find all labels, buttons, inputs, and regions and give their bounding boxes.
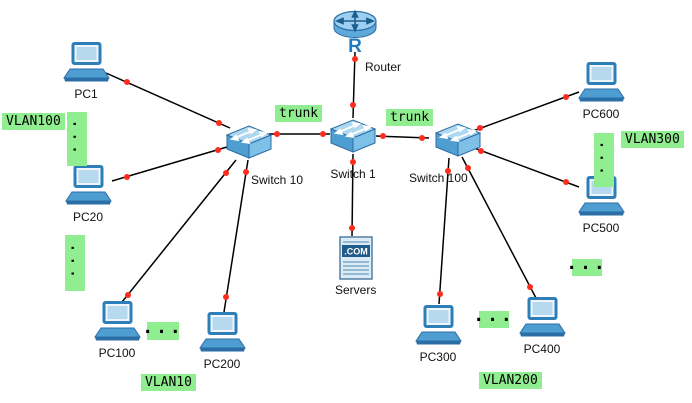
pc100-node[interactable]: PC100	[93, 301, 141, 360]
pc20-node[interactable]: PC20	[64, 165, 112, 224]
pc500-node[interactable]: PC500	[577, 176, 625, 235]
ellipsis-dots: ...	[473, 305, 515, 326]
servers-node[interactable]: Servers	[335, 236, 376, 297]
pc300-label: PC300	[419, 350, 457, 364]
laptop-icon	[414, 305, 462, 347]
vlan100-label: VLAN100	[2, 113, 65, 130]
link-switch100-pc600	[472, 91, 580, 132]
pc200-node[interactable]: PC200	[198, 312, 246, 371]
laptop-icon	[198, 312, 246, 354]
link-switch1-servers	[351, 153, 354, 237]
router-label: Router	[364, 60, 402, 74]
servers-label: Servers	[335, 283, 377, 297]
link-switch10-pc100	[121, 159, 237, 303]
switch100-node[interactable]: Switch 100	[409, 122, 488, 185]
vlan10-ellipsis-vertical: ...	[65, 235, 85, 291]
pc100-label: PC100	[98, 346, 136, 360]
pc400-label: PC400	[523, 342, 561, 356]
ellipsis-dots: ...	[142, 316, 184, 338]
switch-icon	[435, 122, 481, 158]
pc1-label: PC1	[74, 87, 98, 101]
pc600-label: PC600	[582, 107, 620, 121]
pc500-label: PC500	[582, 221, 620, 235]
switch10-node[interactable]: Switch 10	[223, 124, 303, 187]
ellipsis-dots: ...	[566, 253, 608, 274]
link-switch10-pc200	[223, 159, 249, 313]
switch10-label: Switch 10	[251, 173, 304, 187]
laptop-icon	[62, 42, 110, 84]
pc300-ellipsis: ...	[473, 305, 512, 328]
laptop-icon	[93, 301, 141, 343]
link-switch10-pc20	[111, 146, 228, 182]
link-switch100-pc400	[461, 156, 537, 299]
pc200-label: PC200	[203, 357, 241, 371]
link-switch100-pc300	[438, 157, 450, 305]
pc100-ellipsis: ...	[142, 317, 181, 340]
pc500-ellipsis: ...	[566, 253, 605, 276]
pc1-node[interactable]: PC1	[62, 42, 110, 101]
trunk-label-right: trunk	[386, 109, 434, 126]
vlan300-label: VLAN300	[621, 131, 684, 148]
switch1-label: Switch 1	[330, 167, 376, 181]
pc20-label: PC20	[72, 210, 104, 224]
laptop-icon	[64, 165, 112, 207]
vlan300-ellipsis-vertical: ...	[594, 133, 614, 187]
vlan10-label: VLAN10	[141, 374, 196, 391]
port-dots	[124, 56, 569, 300]
pc400-node[interactable]: PC400	[518, 297, 566, 356]
trunk-label-left: trunk	[275, 105, 323, 122]
link-switch100-pc500	[473, 147, 580, 188]
switch-icon	[226, 124, 272, 160]
vlan200-label: VLAN200	[479, 372, 542, 389]
switch100-label: Switch 100	[409, 171, 468, 185]
vlan100-ellipsis-vertical: ...	[67, 112, 87, 166]
laptop-icon	[518, 297, 566, 339]
switch1-node[interactable]: Switch 1	[330, 118, 376, 181]
router-node[interactable]: Router	[332, 8, 401, 74]
pc300-node[interactable]: PC300	[414, 305, 462, 364]
pc600-node[interactable]: PC600	[577, 62, 625, 121]
router-icon	[332, 8, 378, 54]
switch-icon	[330, 118, 376, 154]
server-icon	[339, 236, 373, 280]
laptop-icon	[577, 62, 625, 104]
